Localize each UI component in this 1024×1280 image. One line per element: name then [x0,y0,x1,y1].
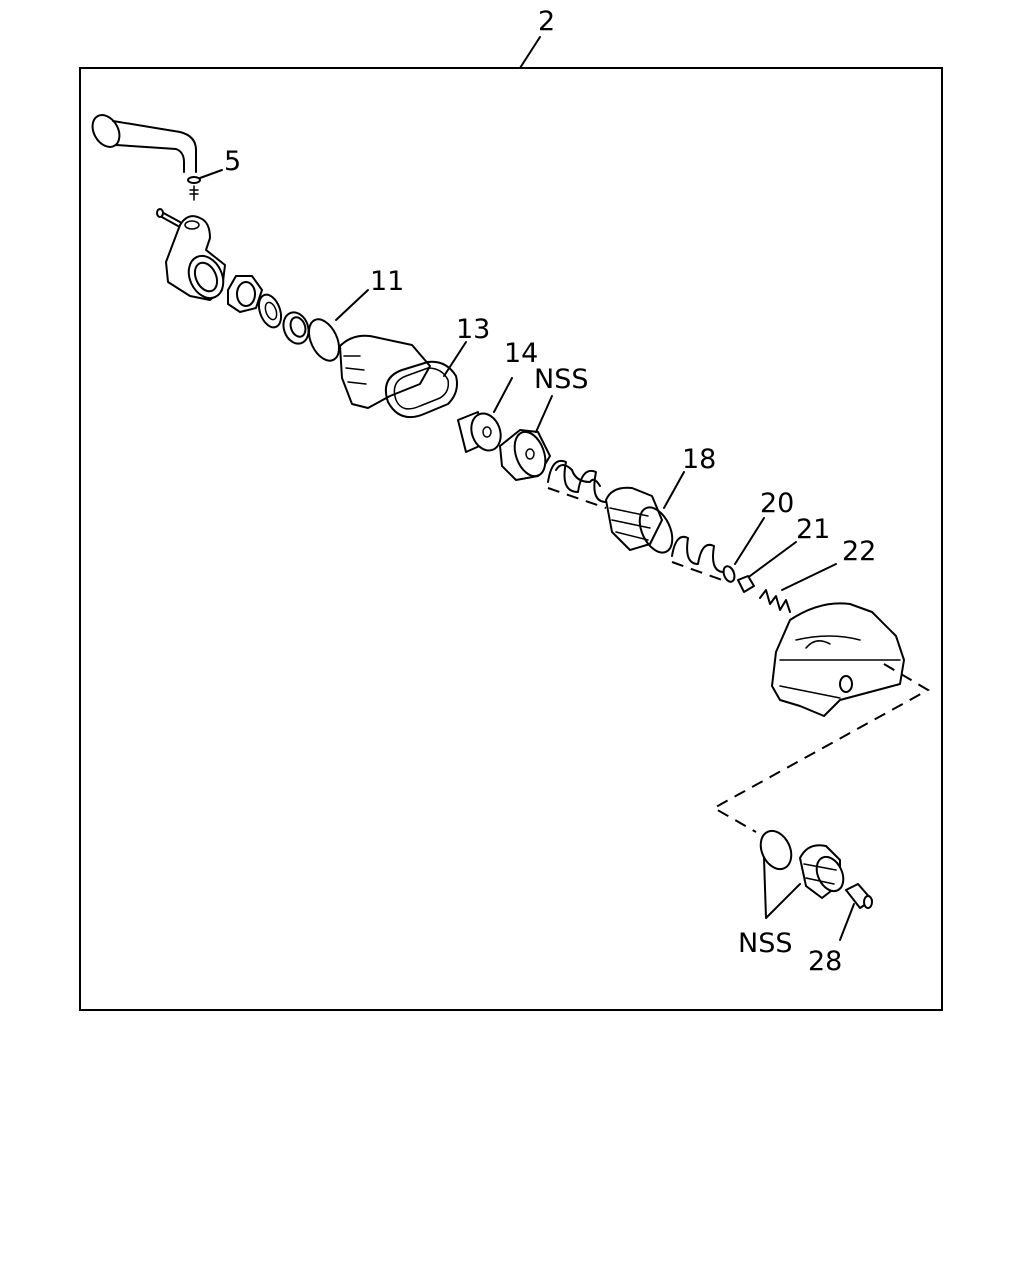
callout-11: 11 [370,266,404,297]
piston-14 [457,411,502,453]
lower-valve [799,844,845,899]
connection-dash [711,663,931,833]
nut [227,275,263,313]
leader-20 [734,517,765,565]
valve-body [771,602,905,717]
callout-14: 14 [504,338,538,369]
assembly-frame [79,67,943,1011]
leader-nss-top [535,395,553,433]
pin-21 [737,575,755,593]
callout-21: 21 [796,514,830,545]
leader-13 [443,341,467,377]
leader-14 [493,377,513,413]
callout-18: 18 [682,444,716,475]
gasket-13-inner [393,367,450,410]
leader-22 [781,563,837,591]
washer-5 [187,176,201,201]
callout-nss-top: NSS [534,364,588,395]
callout-28: 28 [808,946,842,977]
leader-5 [199,169,223,179]
shift-lever [91,114,197,173]
leader-18 [663,471,685,509]
leader-21 [749,541,797,577]
o-ring-18 [638,506,674,554]
callout-5: 5 [224,146,241,177]
o-ring-11 [307,318,341,362]
pin-28 [845,883,873,909]
washer [257,293,283,329]
washer-20 [722,565,736,583]
assembly-leader [519,36,541,69]
spring-2 [671,535,723,581]
housing-cover [339,334,431,409]
gasket-13 [384,360,458,418]
callout-nss-bottom: NSS [738,928,792,959]
pin [156,208,181,227]
bushing [282,311,310,345]
callout-13: 13 [456,314,490,345]
sleeve [605,486,663,551]
lower-o-ring [759,829,793,871]
leader-nss-bottom [763,857,801,919]
spring [547,460,607,509]
leader-28 [839,903,855,941]
callout-2: 2 [538,6,555,37]
nss-piston [499,429,551,481]
spring-22 [759,589,791,613]
callout-20: 20 [760,488,794,519]
leader-11 [335,289,369,321]
callout-22: 22 [842,536,876,567]
shift-arm [165,215,226,301]
